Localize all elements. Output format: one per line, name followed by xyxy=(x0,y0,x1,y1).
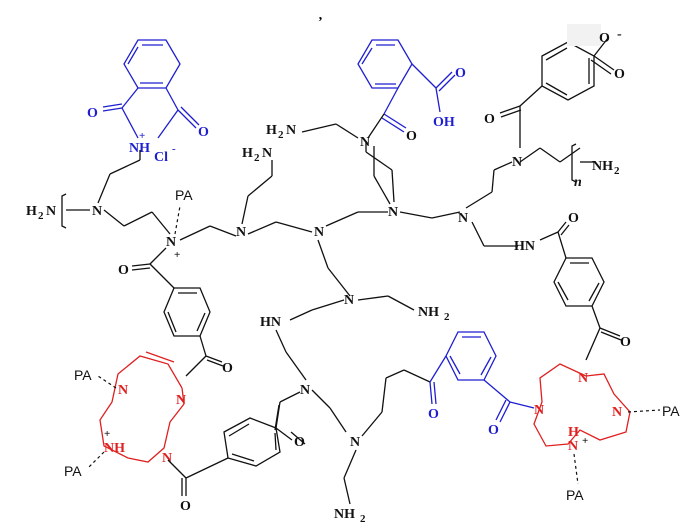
top-h2n: H xyxy=(266,123,277,138)
top-h2n-sub: 2 xyxy=(278,129,284,141)
bottom-nh2-sub: 2 xyxy=(360,513,366,525)
chloride-label: Cl xyxy=(154,150,168,165)
core-n-central: N xyxy=(314,225,324,240)
acid-amide-o: O xyxy=(406,129,417,144)
benzoate-amide-o: O xyxy=(484,112,495,127)
repeat-nh2-sub: 2 xyxy=(614,165,620,177)
macrocycle-right: N N N H N + PA PA xyxy=(533,363,680,503)
left-h2n-sub: 2 xyxy=(38,210,44,222)
benzene-right: O xyxy=(553,257,631,361)
quaternary-n: N xyxy=(166,235,176,250)
right-nh: HN xyxy=(514,239,535,254)
benzene-left: O xyxy=(163,287,233,377)
acid-o-top: O xyxy=(455,66,466,81)
upper-h2n: H xyxy=(242,146,253,161)
left-ring-n-bottom: N xyxy=(162,451,172,466)
tick-mark: ’ xyxy=(318,15,323,30)
carboxylate-o-top: O xyxy=(599,31,610,46)
phthalimide-group: O O NH + Cl - xyxy=(87,39,209,165)
benzoic-acid-top: O OH O xyxy=(357,39,466,144)
left-ring-nh: NH xyxy=(104,441,125,456)
quaternary-plus: + xyxy=(174,249,180,261)
left-n: N xyxy=(92,204,102,219)
core-n-upper: N xyxy=(388,205,398,220)
core-n-bottom: N xyxy=(350,435,360,450)
right-ring-n-top: N xyxy=(578,371,588,386)
repeat-subscript-n: n xyxy=(574,175,582,190)
middle-nh2: NH xyxy=(418,305,439,320)
repeat-unit: N n NH 2 xyxy=(512,143,620,190)
right-amide-o: O xyxy=(568,211,579,226)
phthalimide-o-right: O xyxy=(198,125,209,140)
benzoate-top-right: O - O O xyxy=(484,24,625,148)
chloride-charge: - xyxy=(172,143,176,155)
core-n-middle: N xyxy=(344,293,354,308)
carboxylate-charge: - xyxy=(617,27,622,42)
repeat-n-atom: N xyxy=(512,155,522,170)
left-benzene-o: O xyxy=(222,361,233,376)
left-ring-amide-o: O xyxy=(180,499,191,514)
carboxylate-highlight xyxy=(567,24,601,46)
pa-top-left: PA xyxy=(175,187,193,203)
left-ring-plus: + xyxy=(104,428,110,440)
left-ring-n-top: N xyxy=(118,383,128,398)
pa-bottom: PA xyxy=(566,487,584,503)
macrocycle-left: N N NH + N PA PA O xyxy=(64,351,191,514)
right-benzene-o: O xyxy=(620,335,631,350)
upper-h2n-sub: 2 xyxy=(254,152,260,164)
left-h2n-n: N xyxy=(46,204,56,219)
right-ring-h: H xyxy=(568,425,579,440)
core-n-top: N xyxy=(360,135,370,150)
quaternary-amide-o: O xyxy=(118,263,129,278)
phthalimide-o-left: O xyxy=(87,106,98,121)
left-ring-n-right: N xyxy=(176,393,186,408)
phthalimide-plus: + xyxy=(139,130,145,142)
middle-nh2-sub: 2 xyxy=(444,311,450,323)
middle-hn: HN xyxy=(260,315,281,330)
lower-amide-o: O xyxy=(294,435,305,450)
right-ring-plus: + xyxy=(582,435,588,447)
core-n-1: N xyxy=(236,225,246,240)
core-n-right: N xyxy=(458,211,468,226)
benzene-bottom xyxy=(185,417,281,479)
upper-h2n-n: N xyxy=(262,146,272,161)
core-n-lower: N xyxy=(300,383,310,398)
phthalimide-nh: NH xyxy=(129,141,150,156)
repeat-nh2: NH xyxy=(592,159,613,174)
bottom-nh2: NH xyxy=(334,507,355,522)
keto-o: O xyxy=(428,407,439,422)
acid-oh: OH xyxy=(433,115,455,130)
pa-left-upper: PA xyxy=(74,367,92,383)
carboxylate-o-bottom: O xyxy=(614,67,625,82)
left-h2n: H xyxy=(26,204,37,219)
keto-amide-o: O xyxy=(488,423,499,438)
pa-right: PA xyxy=(662,403,680,419)
keto-benzene: O O xyxy=(428,331,535,438)
right-ring-n-bottom: N xyxy=(568,439,578,454)
pa-left-lower: PA xyxy=(64,463,82,479)
top-h2n-n: N xyxy=(286,123,296,138)
right-ring-n-left: N xyxy=(534,403,544,418)
right-ring-n-right: N xyxy=(612,405,622,420)
dendrimer-core: H 2 N N N + PA O N H 2 N N N xyxy=(26,123,579,525)
